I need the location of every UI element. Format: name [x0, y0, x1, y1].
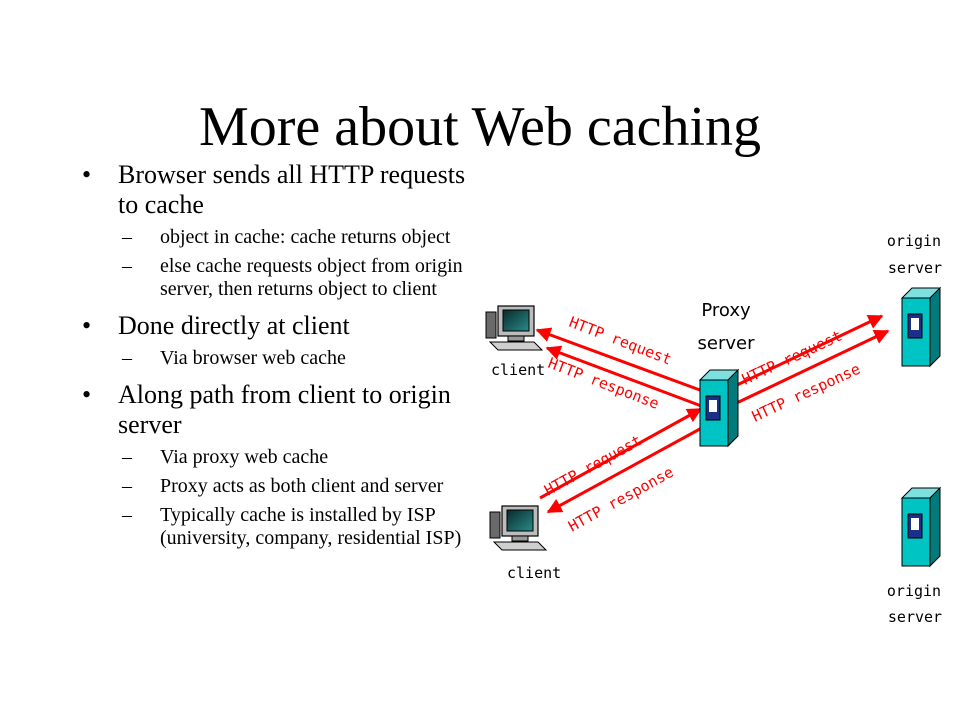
proxy-server-label: Proxy — [701, 300, 751, 321]
proxy-server-label: server — [698, 333, 756, 354]
bullet-dot: • — [82, 311, 92, 340]
bullet-dot: • — [82, 160, 92, 189]
origin-server-label: server — [888, 259, 942, 277]
client2-request-arrow — [539, 407, 703, 500]
sub-bullet-text: object in cache: cache returns object — [160, 226, 451, 248]
origin-server-icon — [900, 486, 942, 568]
bullet-text: Along path from client to origin server — [118, 380, 451, 439]
client-computer-icon — [489, 505, 548, 551]
proxy-cache-diagram: HTTP request HTTP response HTTP request … — [485, 232, 942, 626]
origin-server-icon — [900, 286, 942, 368]
sub-bullet-item: –Via browser web cache — [122, 347, 346, 369]
origin-server-label: origin — [887, 232, 941, 250]
bullet-item: • Browser sends all HTTP requests to cac… — [82, 160, 477, 301]
bullet-list: • Browser sends all HTTP requests to cac… — [82, 160, 477, 550]
bullet-text: Browser sends all HTTP requests to cache — [118, 160, 466, 219]
sub-bullet-item: –object in cache: cache returns object — [122, 226, 451, 248]
sub-bullet-list: –Via browser web cache — [118, 347, 477, 370]
client-computer-icon — [485, 305, 544, 351]
sub-bullet-list: –object in cache: cache returns object –… — [118, 226, 477, 301]
bullet-text: Done directly at client — [118, 311, 350, 340]
bullet-dot: • — [82, 380, 92, 409]
sub-bullet-item: –Via proxy web cache — [122, 446, 329, 468]
client2-response-arrow — [546, 422, 710, 514]
bullet-item: • Done directly at client –Via browser w… — [82, 311, 477, 370]
sub-bullet-text: Via proxy web cache — [160, 446, 329, 468]
sub-bullet-list: –Via proxy web cache –Proxy acts as both… — [118, 446, 477, 550]
client-label: client — [491, 361, 545, 379]
sub-bullet-item: –else cache requests object from origin … — [122, 255, 463, 300]
client1-response-arrow — [545, 345, 713, 412]
origin-server-label: server — [888, 608, 942, 626]
sub-bullet-item: –Proxy acts as both client and server — [122, 475, 444, 497]
sub-bullet-text: Typically cache is installed by ISP (uni… — [160, 504, 462, 549]
bullet-item: • Along path from client to origin serve… — [82, 380, 477, 550]
client-label: client — [507, 564, 561, 582]
client1-request-arrow — [535, 327, 709, 395]
origin-response-arrow — [723, 329, 890, 411]
proxy-server-icon — [698, 368, 740, 448]
origin-request-arrow — [715, 314, 884, 397]
sub-bullet-text: else cache requests object from origin s… — [160, 255, 463, 300]
origin-server-label: origin — [887, 582, 941, 600]
sub-bullet-item: –Typically cache is installed by ISP (un… — [122, 504, 462, 549]
slide-title: More about Web caching — [198, 96, 762, 158]
sub-bullet-text: Proxy acts as both client and server — [160, 475, 444, 497]
message-arrows — [535, 314, 890, 514]
sub-bullet-text: Via browser web cache — [160, 347, 346, 369]
